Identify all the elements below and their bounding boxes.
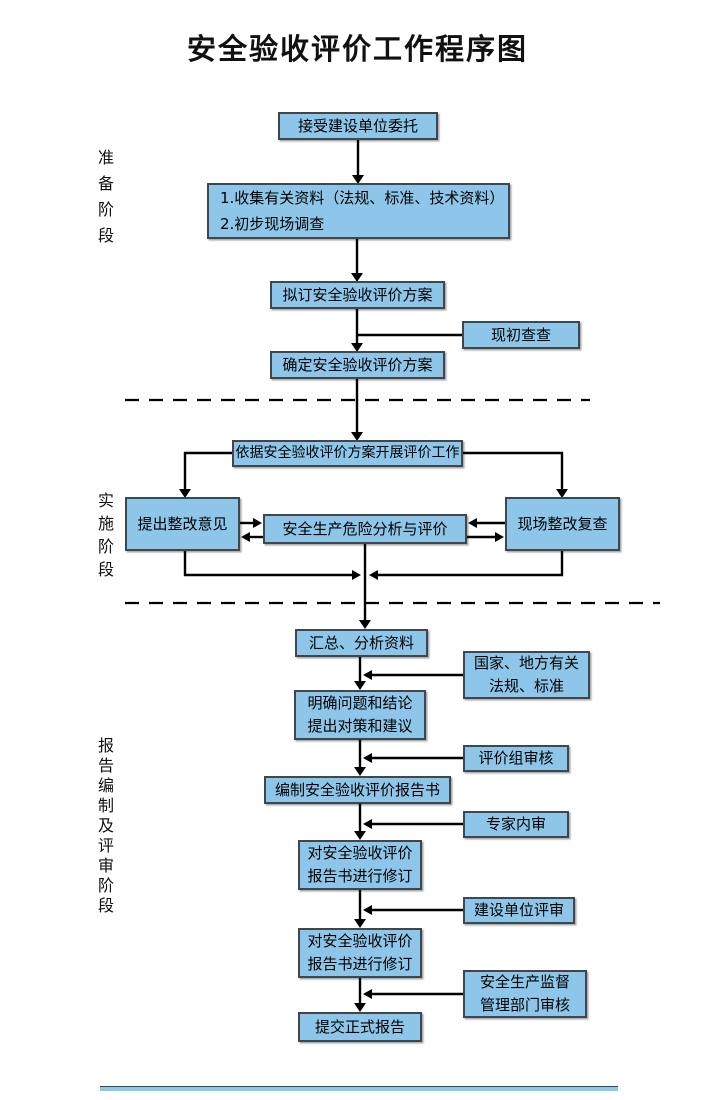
node-compile-report: 编制安全验收评价报告书 (264, 776, 451, 804)
node-regulations-line1: 国家、地方有关 (473, 654, 579, 672)
arrow-carryout-to-propose (179, 451, 232, 498)
node-clarify-line1: 明确问题和结论 (307, 694, 413, 712)
node-clarify-line2: 提出对策和建议 (307, 717, 413, 735)
arrow-clarify-to-compile (354, 740, 463, 776)
arrows-analysis-recheck (467, 518, 505, 542)
bottom-rule (100, 1086, 618, 1091)
arrow-revise2-to-submit (354, 978, 463, 1012)
node-revise2-line1: 对安全验收评价 (307, 932, 413, 950)
arrow-confirm-to-carryout (351, 379, 363, 441)
arrow-carryout-to-recheck (463, 451, 568, 498)
node-carry-out-evaluation: 依据安全验收评价方案开展评价工作 (232, 440, 463, 467)
node-revise1-line2: 报告书进行修订 (307, 867, 413, 885)
node-revise-report-2: 对安全验收评价 报告书进行修订 (298, 928, 422, 978)
node-regulations-line2: 法规、标准 (488, 677, 564, 695)
node-site-recheck: 现场整改复查 (505, 497, 620, 551)
node-clarify-conclusions: 明确问题和结论 提出对策和建议 (294, 690, 426, 740)
node-supervision-dept-review: 安全生产监督 管理部门审核 (463, 970, 587, 1018)
node-revise2-line2: 报告书进行修订 (307, 955, 413, 973)
phase-label-preparation: 准备阶段 (95, 149, 114, 253)
node-collect-data-line2: 2.初步现场调查 (220, 215, 325, 233)
node-expert-review: 专家内审 (463, 811, 569, 838)
arrow-collect-to-draft (351, 239, 363, 282)
node-supervision-line1: 安全生产监督 (479, 973, 570, 991)
node-revise1-line1: 对安全验收评价 (307, 844, 413, 862)
node-summarize-analyze: 汇总、分析资料 (295, 629, 428, 657)
node-regulations-standards: 国家、地方有关 法规、标准 (463, 651, 590, 699)
node-submit-report: 提交正式报告 (298, 1012, 422, 1042)
node-supervision-line2: 管理部门审核 (479, 996, 570, 1014)
node-revise-report-1: 对安全验收评价 报告书进行修订 (298, 840, 422, 890)
phase-label-implementation: 实施阶段 (95, 492, 114, 584)
page-title: 安全验收评价工作程序图 (186, 32, 528, 66)
phase-label-report-review: 报告编制及评审阶段 (95, 737, 114, 917)
node-draft-plan: 拟订安全验收评价方案 (270, 281, 445, 309)
node-collect-data: 1.收集有关资料（法规、标准、技术资料） 2.初步现场调查 (207, 183, 510, 239)
arrow-accept-to-collect (352, 140, 364, 184)
node-collect-data-line1: 1.收集有关资料（法规、标准、技术资料） (220, 189, 505, 207)
arrow-analysis-to-summarize (183, 544, 564, 629)
arrow-summarize-to-clarify (354, 657, 463, 690)
node-confirm-plan: 确定安全验收评价方案 (270, 351, 445, 379)
node-accept-commission: 接受建设单位委托 (278, 112, 438, 140)
node-group-review: 评价组审核 (463, 745, 569, 772)
node-propose-rectification: 提出整改意见 (125, 497, 240, 551)
arrow-revise1-to-revise2 (354, 890, 463, 928)
arrow-compile-to-revise1 (354, 804, 463, 840)
node-initial-site-check: 现初查查 (462, 321, 580, 349)
arrow-draft-to-confirm (351, 309, 462, 352)
arrows-propose-analysis (240, 518, 263, 542)
node-hazard-analysis: 安全生产危险分析与评价 (263, 514, 467, 544)
node-unit-review: 建设单位评审 (463, 897, 575, 924)
